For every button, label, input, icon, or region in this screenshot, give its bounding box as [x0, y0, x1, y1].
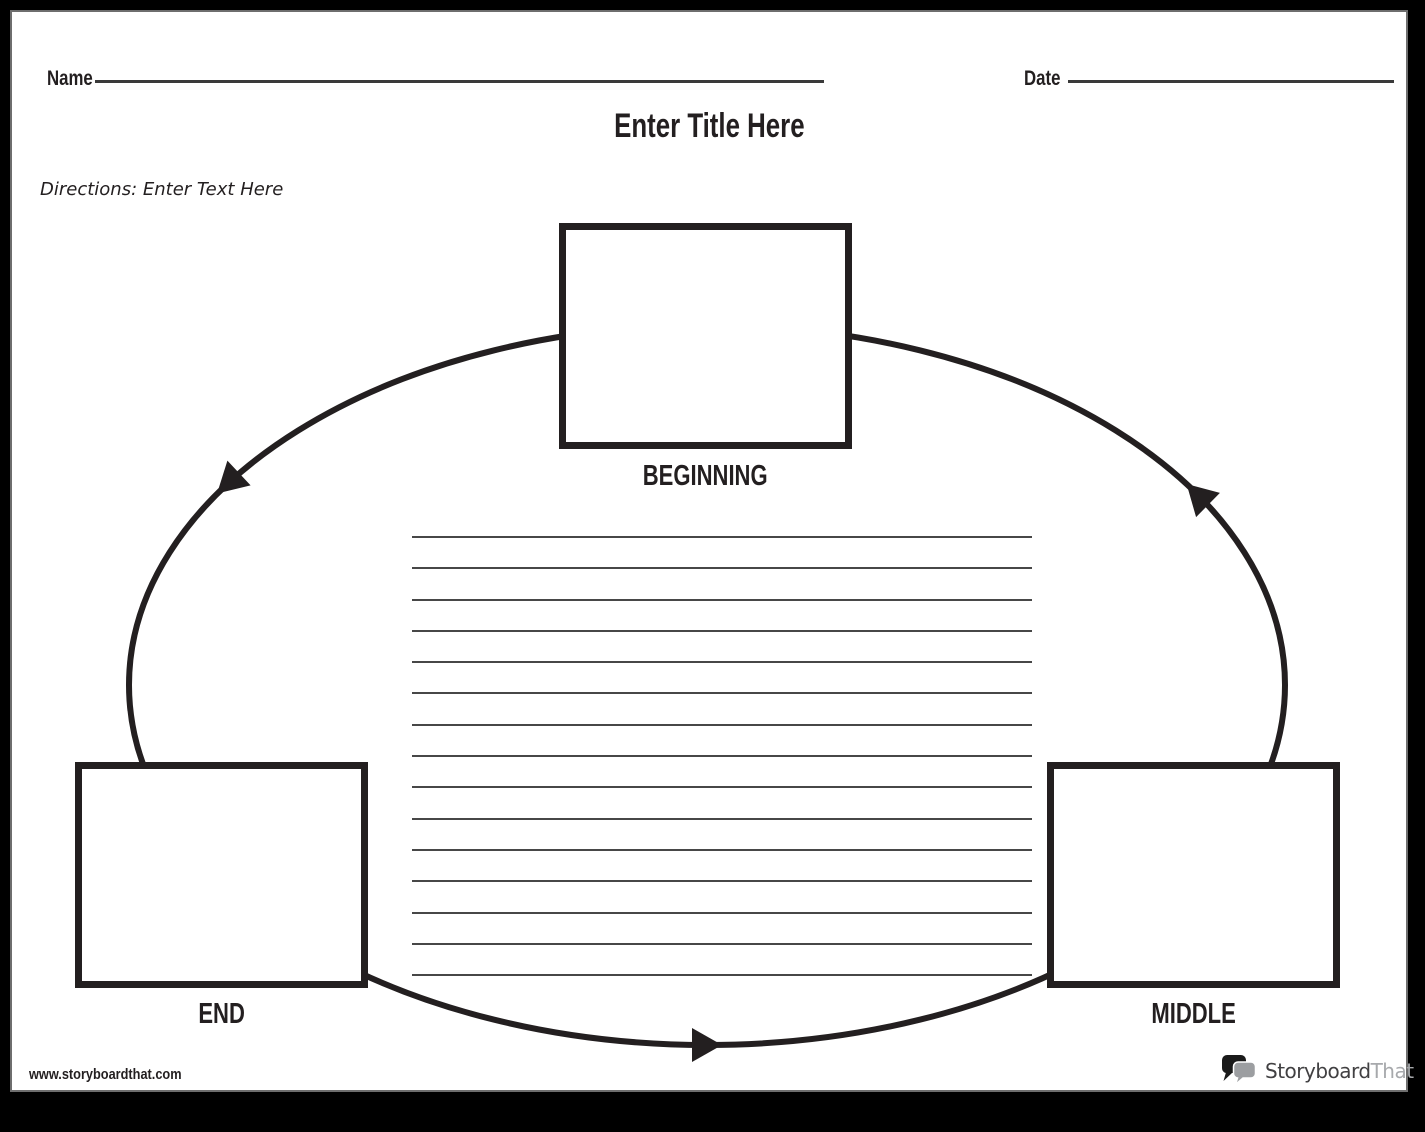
writing-line[interactable] [412, 755, 1032, 786]
writing-line[interactable] [412, 661, 1032, 692]
directions-text: Directions: Enter Text Here [40, 179, 284, 200]
page-title: Enter Title Here [613, 107, 805, 145]
writing-line[interactable] [412, 567, 1032, 598]
end-label-text: END [198, 998, 245, 1030]
arrowhead-left-icon [217, 460, 251, 494]
beginning-label: BEGINNING [559, 462, 852, 491]
end-label: END [75, 1000, 368, 1029]
title-wrap: Enter Title Here [12, 109, 1406, 143]
writing-line[interactable] [412, 692, 1032, 723]
end-box[interactable] [75, 762, 368, 988]
beginning-label-text: BEGINNING [643, 460, 768, 492]
logo-text-secondary: That [1370, 1059, 1415, 1083]
arrowhead-bottom-icon [692, 1028, 722, 1062]
writing-line[interactable] [412, 817, 1032, 849]
writing-line[interactable] [412, 723, 1032, 755]
middle-label-text: MIDDLE [1151, 998, 1236, 1030]
writing-line[interactable] [412, 848, 1032, 880]
logo-text: StoryboardThat [1265, 1061, 1414, 1081]
footer-url-text: www.storyboardthat.com [29, 1066, 182, 1083]
writing-lines[interactable] [412, 536, 1032, 1005]
beginning-box[interactable] [559, 223, 852, 449]
middle-label: MIDDLE [1047, 1000, 1340, 1029]
speech-bubbles-icon [1221, 1055, 1257, 1087]
date-input-line[interactable] [1068, 80, 1394, 83]
writing-line[interactable] [412, 942, 1032, 974]
logo-text-primary: Storyboard [1265, 1059, 1371, 1083]
middle-box[interactable] [1047, 762, 1340, 988]
writing-line[interactable] [412, 598, 1032, 630]
writing-line[interactable] [412, 974, 1032, 1005]
writing-line[interactable] [412, 536, 1032, 567]
name-label-text: Name [47, 67, 93, 90]
name-input-line[interactable] [95, 80, 824, 83]
footer-url: www.storyboardthat.com [29, 1067, 208, 1082]
arrowhead-right-icon [1186, 483, 1220, 518]
date-label: Date [1024, 68, 1070, 89]
writing-line[interactable] [412, 629, 1032, 661]
writing-line[interactable] [412, 786, 1032, 817]
writing-line[interactable] [412, 911, 1032, 943]
writing-line[interactable] [412, 880, 1032, 911]
worksheet-page: Name Date Enter Title Here Directions: E… [10, 10, 1414, 1092]
name-label: Name [47, 68, 104, 89]
storyboardthat-logo: StoryboardThat [1220, 1052, 1414, 1090]
date-label-text: Date [1024, 67, 1061, 90]
